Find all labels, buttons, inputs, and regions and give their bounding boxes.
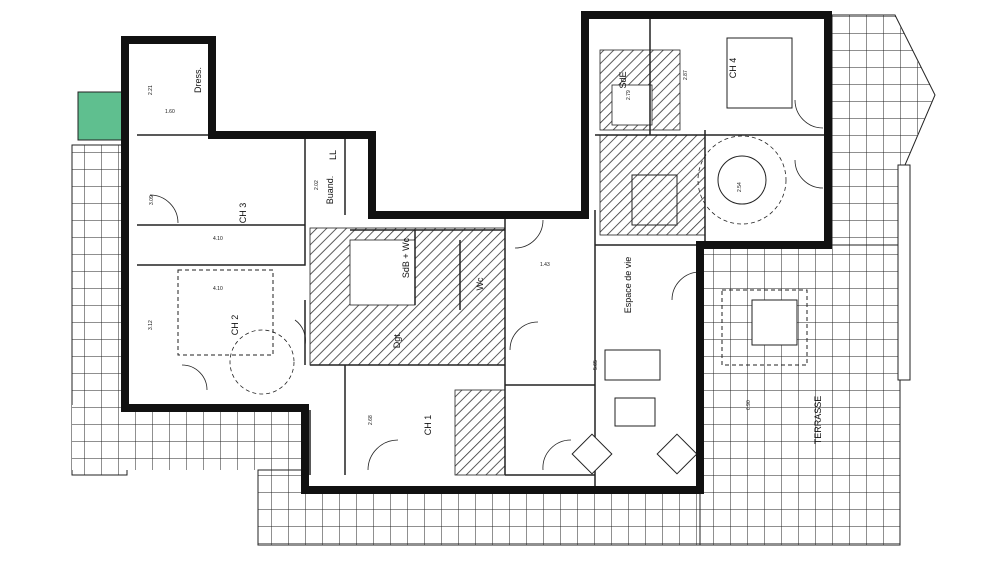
dim-terrace-len: 6.90	[746, 400, 752, 410]
label-ch3: CH 3	[238, 203, 248, 224]
sofa	[604, 349, 661, 381]
dining-table	[717, 155, 767, 205]
dim-ch2-w: 4.10	[213, 286, 223, 292]
furniture	[177, 37, 808, 475]
label-ch1: CH 1	[423, 415, 433, 436]
kitchen-island	[631, 174, 678, 226]
terrace-dining-outline	[721, 289, 808, 366]
label-sde: SdE	[618, 71, 628, 88]
door-swings	[149, 99, 824, 471]
terrace-table	[751, 299, 798, 346]
garden-patch	[77, 91, 123, 141]
label-ch4: CH 4	[728, 58, 738, 79]
dim-ch4-len: 2.87	[683, 70, 689, 80]
label-terrace: TERRASSE	[813, 396, 823, 445]
exterior-wall	[121, 11, 832, 494]
label-wc: Wc	[475, 277, 485, 290]
label-dress: Dress.	[193, 67, 203, 93]
bed-ch4	[726, 37, 793, 109]
dim-dress-w: 1.60	[165, 109, 175, 115]
armchair-right	[656, 433, 698, 475]
dim-sde-len: 2.79	[626, 90, 632, 100]
dim-entry-w: 1.43	[540, 262, 550, 268]
dim-ch3-len: 3.09	[149, 195, 155, 205]
label-sdb-wc: SdB + Wc	[401, 237, 411, 278]
terrace	[71, 14, 936, 546]
label-living: Espace de vie	[623, 257, 633, 314]
dim-ch1-len: 2.68	[368, 415, 374, 425]
dim-living-len: 5.65	[593, 360, 599, 370]
armchair-left	[571, 433, 613, 475]
label-dgt: Dgt.	[392, 332, 402, 349]
coffee-table	[614, 397, 656, 427]
dim-dress-len: 2.21	[148, 85, 154, 95]
bed-ch2-outline	[177, 269, 274, 356]
partitions	[137, 15, 828, 490]
label-ll: LL	[328, 150, 338, 160]
dim-buand-len: 2.02	[314, 180, 320, 190]
dim-ch3-w: 4.10	[213, 236, 223, 242]
dim-dining-len: 2.54	[737, 182, 743, 192]
hatched-zones	[309, 49, 706, 476]
label-ch2: CH 2	[230, 315, 240, 336]
label-buand: Buand.	[325, 176, 335, 205]
dim-ch2-len: 3.12	[148, 320, 154, 330]
